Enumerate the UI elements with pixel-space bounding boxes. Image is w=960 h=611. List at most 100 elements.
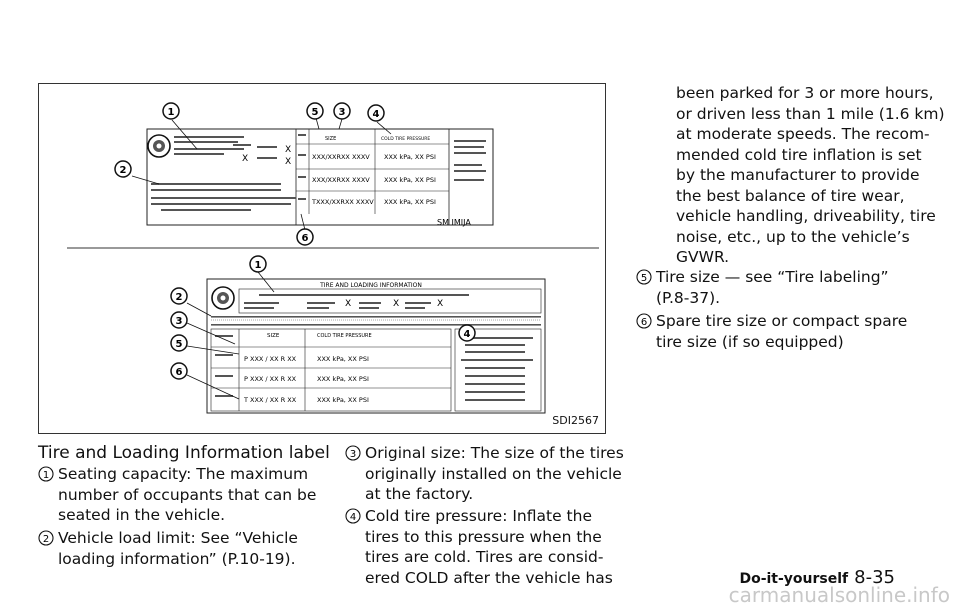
list-item-4-continued: been parked for 3 or more hours, or driv… xyxy=(656,83,946,268)
list-item-1: 1 Seating capacity: The maximum number o… xyxy=(38,464,328,526)
svg-text:5: 5 xyxy=(176,339,183,350)
top-front-press: XXX kPa, XX PSI xyxy=(384,153,436,161)
item-4-line-3: tires are cold. Tires are consid- xyxy=(365,548,604,566)
bottom-rear-size: P XXX / XX R XX xyxy=(244,375,297,383)
bottom-x-mark-1: X xyxy=(345,299,351,309)
top-spare-size: TXXX/XXRXX XXXV xyxy=(311,198,374,206)
item-4c-line-5: by the manufacturer to provide xyxy=(676,166,920,184)
top-tire-label: X X X SIZE COLD TIRE PRESSURE XXX/XXRXX … xyxy=(146,128,494,227)
item-4c-line-2: or driven less than 1 mile (1.6 km) xyxy=(676,104,945,123)
number-1-icon: 1 xyxy=(38,466,54,482)
item-4c-line-1: been parked for 3 or more hours, xyxy=(676,84,934,102)
item-4c-line-3: at moderate speeds. The recom- xyxy=(676,125,930,143)
bottom-callout-4: 4 xyxy=(458,324,476,342)
item-4-line-2: tires to this pressure when the xyxy=(365,527,602,546)
bottom-col-pressure: COLD TIRE PRESSURE xyxy=(317,333,372,339)
tire-label-illustration: X X X SIZE COLD TIRE PRESSURE XXX/XXRXX … xyxy=(67,102,599,414)
bottom-callout-2: 2 xyxy=(170,287,188,305)
top-rear-press: XXX kPa, XX PSI xyxy=(384,176,436,184)
bottom-col-size: SIZE xyxy=(267,333,280,339)
svg-text:3: 3 xyxy=(339,107,346,118)
top-callouts xyxy=(131,117,392,231)
bottom-tire-label: TIRE AND LOADING INFORMATION X X X SIZE xyxy=(206,278,546,414)
number-4-icon: 4 xyxy=(345,508,361,524)
item-5-line-2: (P.8-37). xyxy=(656,288,721,307)
item-4-line-1: Cold tire pressure: Inflate the xyxy=(365,507,592,525)
number-6-icon: 6 xyxy=(636,313,652,329)
top-col-pressure: COLD TIRE PRESSURE xyxy=(381,136,430,142)
bottom-callouts xyxy=(186,271,465,400)
tire-label-figure: X X X SIZE COLD TIRE PRESSURE XXX/XXRXX … xyxy=(38,83,606,434)
svg-text:4: 4 xyxy=(350,512,356,523)
list-item-6: 6 Spare tire size or compact spare tire … xyxy=(636,311,936,352)
bottom-front-size: P XXX / XX R XX xyxy=(244,355,297,363)
list-item-5: 5 Tire size — see “Tire labeling” (P.8-3… xyxy=(636,267,936,308)
svg-text:1: 1 xyxy=(43,470,49,481)
top-front-size: XXX/XXRXX XXXV xyxy=(312,153,370,161)
top-x-mark-1: X xyxy=(242,154,248,164)
svg-text:3: 3 xyxy=(176,316,183,327)
svg-text:6: 6 xyxy=(302,233,309,244)
item-6-line-1: Spare tire size or compact spare xyxy=(656,312,908,330)
list-item-4: 4 Cold tire pressure: Inflate the tires … xyxy=(345,506,635,588)
number-5-icon: 5 xyxy=(636,269,652,285)
top-callout-1: 1 xyxy=(162,102,180,120)
svg-text:2: 2 xyxy=(120,165,127,176)
item-5-line-1: Tire size — see “Tire labeling” xyxy=(656,268,889,286)
number-2-icon: 2 xyxy=(38,530,54,546)
top-x-mark-3: X xyxy=(285,157,291,167)
top-callout-6: 6 xyxy=(296,228,314,246)
page-footer: Do-it-yourself 8-35 xyxy=(739,567,895,588)
item-4-line-4: ered COLD after the vehicle has xyxy=(365,568,613,587)
svg-text:6: 6 xyxy=(641,317,647,328)
svg-text:3: 3 xyxy=(350,449,356,460)
number-3-icon: 3 xyxy=(345,445,361,461)
svg-text:4: 4 xyxy=(464,329,471,340)
svg-text:6: 6 xyxy=(176,367,183,378)
bottom-front-press: XXX kPa, XX PSI xyxy=(317,355,369,363)
svg-text:1: 1 xyxy=(255,260,262,271)
bottom-x-mark-3: X xyxy=(437,299,443,309)
bottom-label-title: TIRE AND LOADING INFORMATION xyxy=(319,282,422,289)
bottom-callout-1: 1 xyxy=(249,255,267,273)
bottom-callout-5: 5 xyxy=(170,334,188,352)
item-4c-line-7: vehicle handling, driveability, tire xyxy=(676,207,936,225)
item-4c-line-9: GVWR. xyxy=(676,248,730,266)
item-1-line-2: number of occupants that can be xyxy=(58,485,317,504)
top-x-mark-2: X xyxy=(285,145,291,155)
item-4c-line-8: noise, etc., up to the vehicle’s xyxy=(676,227,910,246)
top-rear-size: XXX/XXRXX XXXV xyxy=(312,176,370,184)
item-2-line-2: loading information” (P.10-19). xyxy=(58,549,296,568)
top-spare-press: XXX kPa, XX PSI xyxy=(384,198,436,206)
bottom-spare-size: T XXX / XX R XX xyxy=(243,396,297,404)
svg-text:5: 5 xyxy=(641,273,647,284)
top-callout-2: 2 xyxy=(114,160,132,178)
item-3-line-2: originally installed on the vehicle xyxy=(365,464,622,483)
bottom-x-mark-2: X xyxy=(393,299,399,309)
bottom-rear-press: XXX kPa, XX PSI xyxy=(317,375,369,383)
item-1-line-3: seated in the vehicle. xyxy=(58,506,226,524)
bottom-spare-press: XXX kPa, XX PSI xyxy=(317,396,369,404)
bottom-callout-3: 3 xyxy=(170,311,188,329)
footer-section: Do-it-yourself xyxy=(739,571,849,587)
item-2-line-1: Vehicle load limit: See “Vehicle xyxy=(58,529,298,547)
svg-text:4: 4 xyxy=(373,109,380,120)
top-callout-3: 3 xyxy=(333,102,351,120)
list-item-3: 3 Original size: The size of the tires o… xyxy=(345,443,635,505)
item-1-line-1: Seating capacity: The maximum xyxy=(58,465,309,483)
item-3-line-3: at the factory. xyxy=(365,485,474,503)
list-item-2: 2 Vehicle load limit: See “Vehicle loadi… xyxy=(38,528,328,569)
svg-text:1: 1 xyxy=(168,107,175,118)
bottom-callout-6: 6 xyxy=(170,362,188,380)
item-3-line-1: Original size: The size of the tires xyxy=(365,444,624,462)
top-label-code: SM IMIJA xyxy=(437,218,471,227)
svg-text:5: 5 xyxy=(312,107,319,118)
page-number: 8-35 xyxy=(854,567,895,588)
watermark: carmanualsonline.info xyxy=(728,583,950,607)
item-4c-line-6: the best balance of tire wear, xyxy=(676,186,905,205)
svg-text:2: 2 xyxy=(176,292,183,303)
label-caption: Tire and Loading Information label xyxy=(38,443,330,463)
top-callout-4: 4 xyxy=(367,104,385,122)
svg-text:2: 2 xyxy=(43,534,49,545)
figure-code: SDI2567 xyxy=(552,414,599,427)
